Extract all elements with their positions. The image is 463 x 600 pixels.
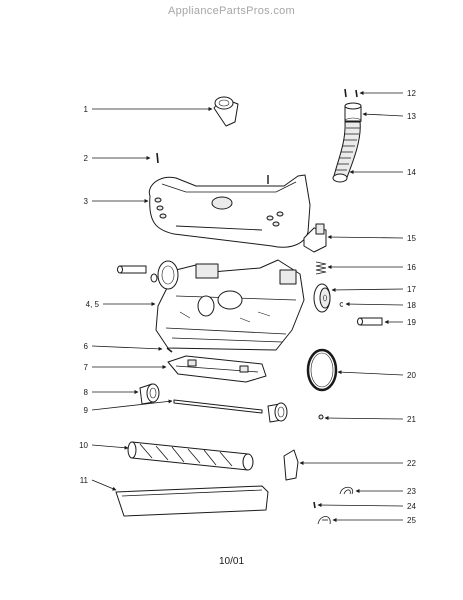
callout-7: 7 xyxy=(84,363,89,372)
part-20-belt xyxy=(306,348,338,392)
part-25-clip xyxy=(317,516,331,525)
part-9-bearing xyxy=(267,402,288,423)
callout-25: 25 xyxy=(407,516,416,525)
callout-24: 24 xyxy=(407,502,416,511)
callout-6: 6 xyxy=(84,342,89,351)
callout-8: 8 xyxy=(84,388,89,397)
callout-2: 2 xyxy=(84,154,89,163)
part-4-5-base xyxy=(155,259,305,351)
footer-code: 10/01 xyxy=(218,556,245,567)
callout-9: 9 xyxy=(84,406,89,415)
part-7-bracket xyxy=(167,355,267,383)
leader-lines xyxy=(91,91,404,522)
callout-18: 18 xyxy=(407,301,416,310)
part-4-5-axle xyxy=(117,265,147,274)
part-13-coupling xyxy=(344,102,362,125)
callout-14: 14 xyxy=(407,168,416,177)
part-11-bumper xyxy=(115,485,269,517)
part-14-hose xyxy=(332,121,361,183)
part-15-valve xyxy=(303,223,327,253)
part-23-clip xyxy=(339,486,354,495)
part-22-end-cap xyxy=(283,449,299,481)
callout-4-5: 4, 5 xyxy=(86,300,100,309)
callout-13: 13 xyxy=(407,112,416,121)
part-21-washer xyxy=(318,414,324,420)
callout-22: 22 xyxy=(407,459,416,468)
part-8-end-cap xyxy=(139,383,160,405)
part-16-spring xyxy=(315,261,327,275)
callout-17: 17 xyxy=(407,285,416,294)
callout-15: 15 xyxy=(407,234,416,243)
callout-23: 23 xyxy=(407,487,416,496)
part-10-brushroll xyxy=(127,441,254,471)
callout-11: 11 xyxy=(80,476,89,485)
part-12-screws xyxy=(344,88,358,98)
watermark: AppliancePartsPros.com xyxy=(167,5,296,17)
part-6-pin xyxy=(166,347,173,353)
part-24-screw xyxy=(313,501,316,509)
part-9-shaft xyxy=(173,399,263,414)
callout-19: 19 xyxy=(407,318,416,327)
part-4-5-wheel xyxy=(150,260,179,290)
callout-20: 20 xyxy=(407,371,416,380)
callout-3: 3 xyxy=(84,197,89,206)
part-2-screw xyxy=(156,152,159,164)
callout-12: 12 xyxy=(407,89,416,98)
callout-1: 1 xyxy=(84,105,89,114)
callout-21: 21 xyxy=(407,415,416,424)
callout-16: 16 xyxy=(407,263,416,272)
part-18-clip xyxy=(339,302,344,307)
part-19-axle xyxy=(357,317,383,326)
part-3-hood xyxy=(148,174,311,248)
part-1-nozzle xyxy=(213,96,239,127)
callout-10: 10 xyxy=(79,441,88,450)
part-17-pulley xyxy=(313,283,331,313)
